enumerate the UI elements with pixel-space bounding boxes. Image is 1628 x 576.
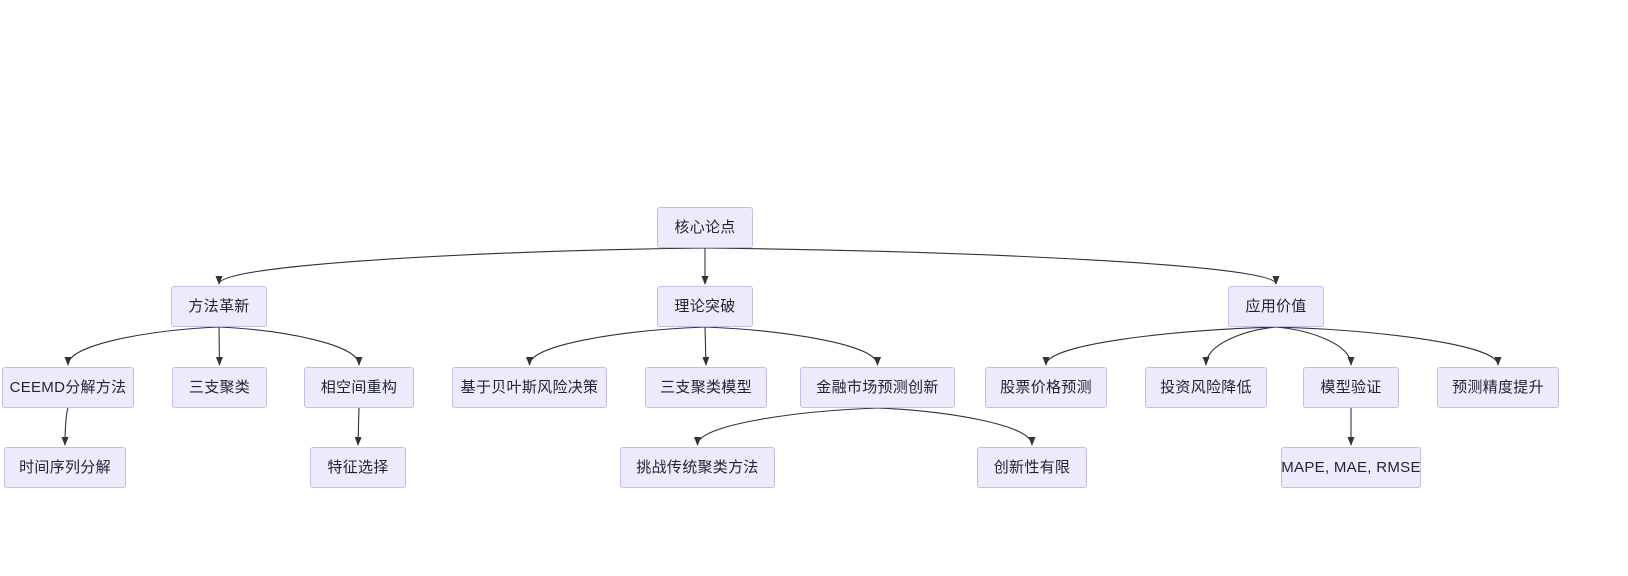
node-label: 创新性有限 — [993, 459, 1071, 476]
node-label: CEEMD分解方法 — [9, 379, 127, 396]
edge-method-to-three-way — [215, 326, 223, 366]
node-method[interactable]: 方法革新 — [171, 286, 267, 327]
edge-fin-market-to-limited — [877, 407, 1036, 446]
node-accuracy[interactable]: 预测精度提升 — [1437, 367, 1559, 408]
node-bayes[interactable]: 基于贝叶斯风险决策 — [452, 367, 607, 408]
node-application[interactable]: 应用价值 — [1228, 286, 1324, 327]
edge-paths — [61, 247, 1502, 446]
node-label: 应用价值 — [1245, 298, 1307, 315]
node-root[interactable]: 核心论点 — [657, 207, 753, 248]
node-label: MAPE, MAE, RMSE — [1281, 459, 1421, 476]
node-stock[interactable]: 股票价格预测 — [985, 367, 1107, 408]
node-phase[interactable]: 相空间重构 — [304, 367, 414, 408]
node-label: 特征选择 — [327, 459, 389, 476]
node-theory[interactable]: 理论突破 — [657, 286, 753, 327]
edge-ceemd-to-ts-decomp — [61, 407, 69, 446]
node-label: 金融市场预测创新 — [816, 379, 939, 396]
node-label: 基于贝叶斯风险决策 — [460, 379, 599, 396]
node-limited[interactable]: 创新性有限 — [977, 447, 1087, 488]
node-ts-decomp[interactable]: 时间序列分解 — [4, 447, 126, 488]
edge-method-to-ceemd — [64, 326, 220, 366]
node-label: 模型验证 — [1320, 379, 1382, 396]
node-tw-model[interactable]: 三支聚类模型 — [645, 367, 767, 408]
edge-method-to-phase — [218, 326, 363, 366]
edge-phase-to-feature — [354, 407, 362, 446]
node-label: 方法革新 — [188, 298, 250, 315]
node-label: 核心论点 — [674, 219, 736, 236]
node-label: 相空间重构 — [320, 379, 398, 396]
node-fin-market[interactable]: 金融市场预测创新 — [800, 367, 955, 408]
edge-root-to-application — [704, 247, 1280, 285]
edge-application-to-risk — [1202, 326, 1277, 366]
edge-theory-to-fin-market — [704, 326, 881, 366]
node-challenge[interactable]: 挑战传统聚类方法 — [620, 447, 775, 488]
edge-application-to-validate — [1275, 326, 1355, 366]
node-label: 理论突破 — [674, 298, 736, 315]
edge-fin-market-to-challenge — [694, 407, 878, 446]
node-label: 预测精度提升 — [1452, 379, 1544, 396]
edge-application-to-stock — [1042, 326, 1277, 366]
node-feature[interactable]: 特征选择 — [310, 447, 406, 488]
edge-root-to-method — [215, 247, 706, 285]
node-label: 三支聚类 — [188, 379, 251, 396]
node-three-way[interactable]: 三支聚类 — [172, 367, 267, 408]
edge-application-to-accuracy — [1275, 326, 1502, 366]
node-label: 股票价格预测 — [1000, 379, 1092, 396]
node-ceemd[interactable]: CEEMD分解方法 — [2, 367, 134, 408]
edge-theory-to-tw-model — [702, 326, 710, 366]
node-label: 三支聚类模型 — [660, 379, 752, 396]
node-label: 挑战传统聚类方法 — [636, 459, 759, 476]
node-label: 时间序列分解 — [19, 459, 111, 476]
edge-theory-to-bayes — [526, 326, 706, 366]
node-metrics[interactable]: MAPE, MAE, RMSE — [1281, 447, 1421, 488]
node-risk[interactable]: 投资风险降低 — [1145, 367, 1267, 408]
node-label: 投资风险降低 — [1160, 379, 1252, 396]
node-validate[interactable]: 模型验证 — [1303, 367, 1399, 408]
